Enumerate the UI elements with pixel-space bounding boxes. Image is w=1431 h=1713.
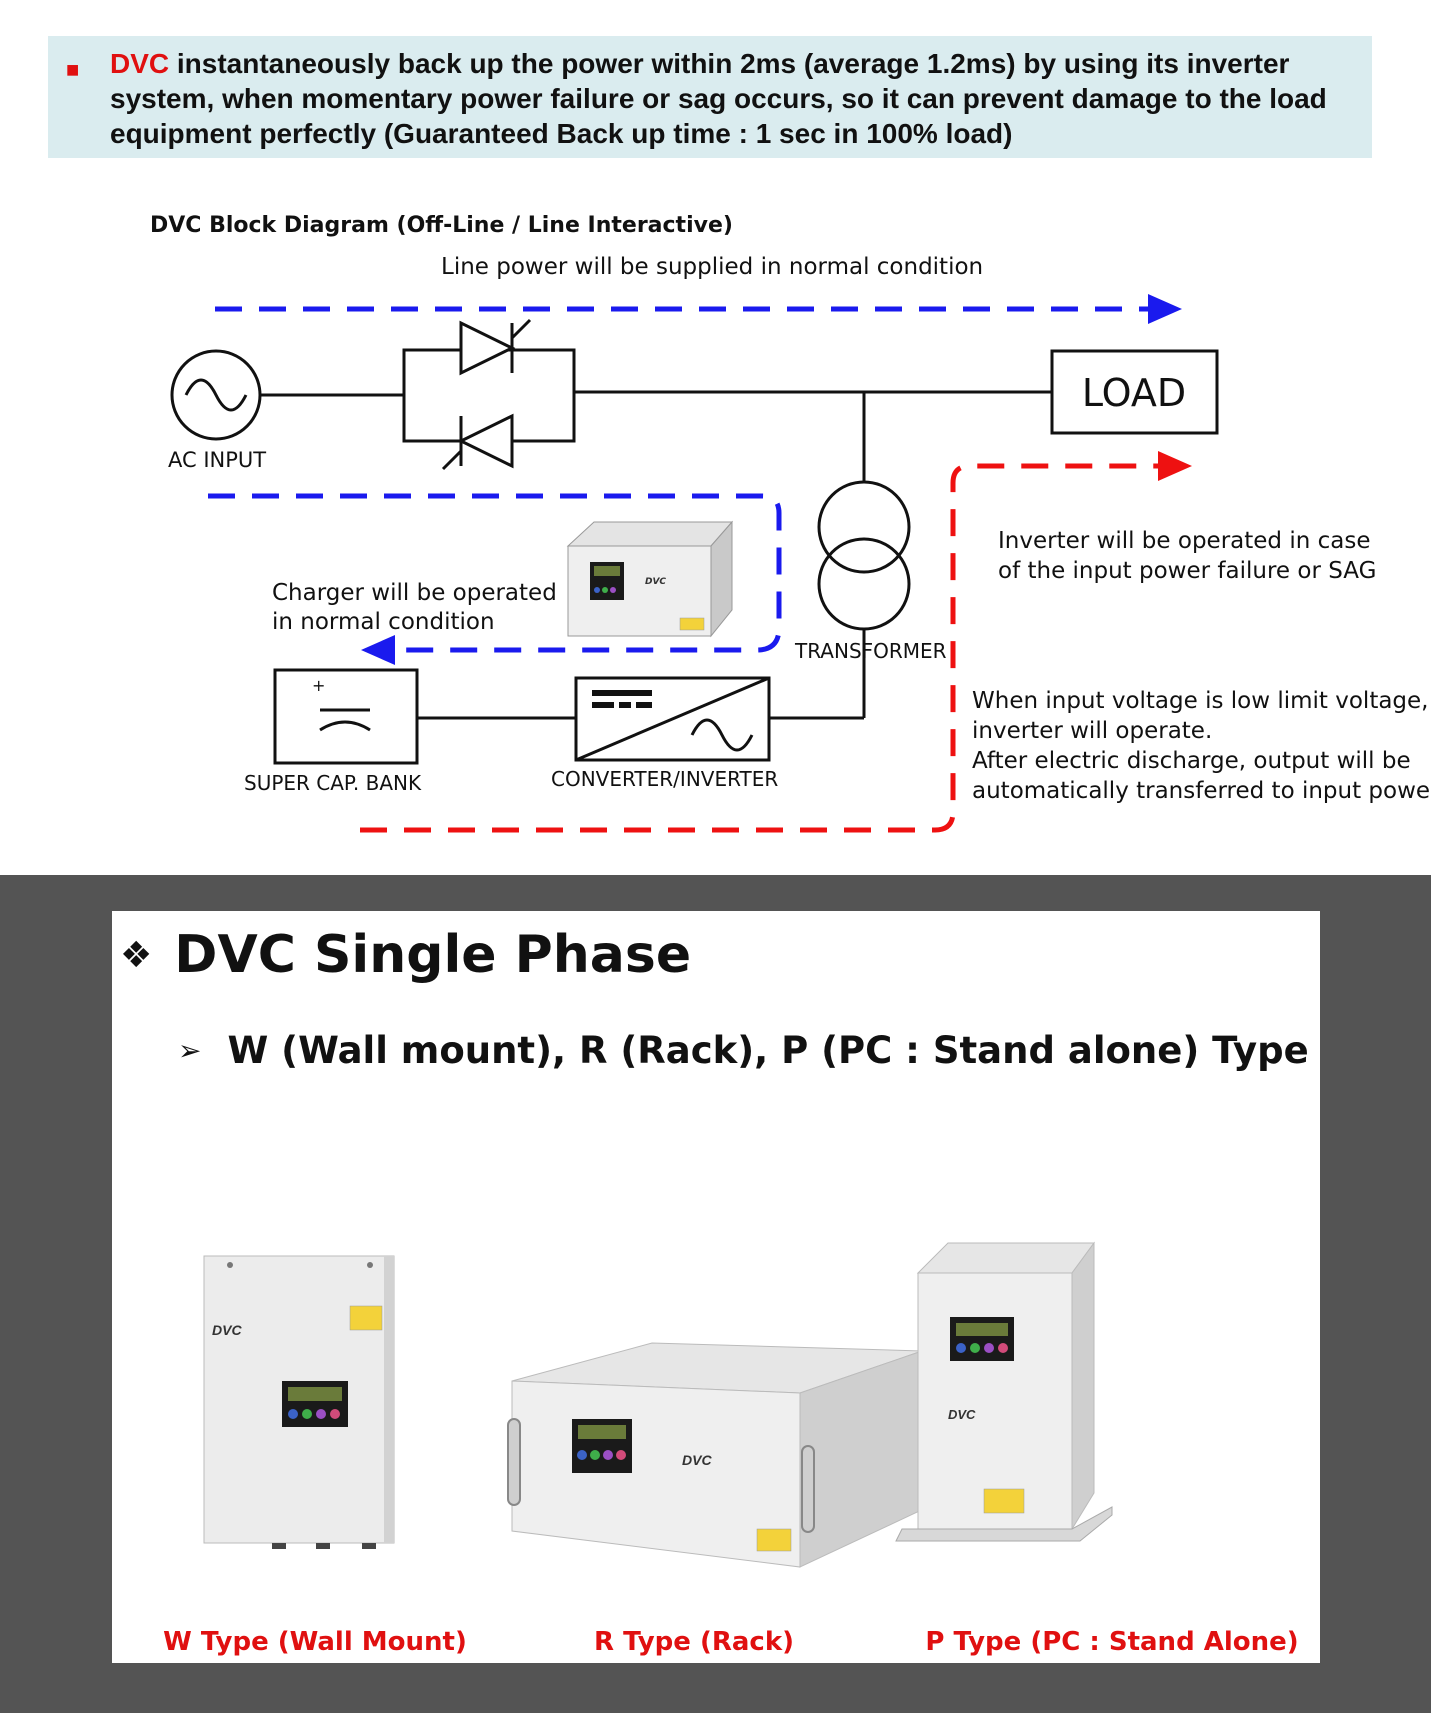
ac-input-label: AC INPUT: [168, 448, 266, 472]
w-type-image: DVC: [203, 1255, 395, 1549]
load-label: LOAD: [1082, 371, 1186, 415]
p-type-image: DVC: [895, 1241, 1113, 1542]
p-button: [970, 1343, 980, 1353]
load-box: [1050, 349, 1219, 435]
p-button: [998, 1343, 1008, 1353]
dc-symbol: [636, 702, 652, 708]
low-voltage-label-3: After electric discharge, output will be: [972, 748, 1411, 774]
product-images: DVC: [203, 1241, 1113, 1568]
product-panel: ❖ DVC Single Phase ➢ W (Wall mount), R (Ra…: [112, 911, 1320, 1663]
w-button: [302, 1409, 312, 1419]
transformer-coil-lower-icon: [817, 537, 911, 631]
diamond-bullet-icon: ❖: [120, 935, 153, 976]
w-foot: [272, 1543, 286, 1549]
p-type-caption: P Type (PC : Stand Alone): [925, 1627, 1299, 1657]
device-button: [610, 587, 616, 593]
super-cap-box: [273, 668, 419, 765]
r-lcd: [578, 1425, 626, 1439]
inverter-label-2: of the input power failure or SAG: [998, 558, 1376, 584]
w-button: [316, 1409, 326, 1419]
converter-diagonal: [575, 676, 770, 762]
device-lcd: [594, 566, 620, 576]
p-button: [956, 1343, 966, 1353]
r-button: [603, 1450, 613, 1460]
dc-symbol: [592, 690, 652, 696]
section-title-text: DVC Single Phase: [174, 925, 692, 985]
section-subtitle-text: W (Wall mount), R (Rack), P (PC : Stand …: [227, 1029, 1309, 1072]
r-handle: [801, 1445, 815, 1533]
w-shade: [384, 1256, 394, 1543]
w-screw: [227, 1262, 233, 1268]
section-title: ❖ DVC Single Phase: [120, 925, 691, 985]
inverter-arrowhead: [1158, 451, 1192, 481]
r-handle: [507, 1418, 521, 1506]
r-button: [577, 1450, 587, 1460]
block-diagram: Line power will be supplied in normal co…: [168, 254, 1431, 833]
w-lcd: [288, 1387, 342, 1401]
w-brand-text: DVC: [212, 1322, 242, 1338]
super-cap-label: SUPER CAP. BANK: [244, 771, 422, 795]
device-warning-label: [679, 617, 705, 631]
note-brand: DVC: [110, 48, 170, 79]
square-bullet-icon: ■: [66, 57, 80, 82]
dvc-device-image: DVC: [566, 520, 734, 638]
device-top: [566, 521, 734, 547]
thyristor-gate: [441, 449, 463, 471]
capacitor-curve: [319, 720, 371, 732]
r-type-image: DVC: [507, 1342, 929, 1568]
note-text: instantaneously back up the power within…: [110, 48, 1327, 149]
p-side: [1071, 1241, 1095, 1531]
low-voltage-label-2: inverter will operate.: [972, 718, 1212, 744]
w-foot: [362, 1543, 376, 1549]
plus-sign: +: [312, 676, 325, 695]
r-button: [590, 1450, 600, 1460]
charger-label-1: Charger will be operated: [272, 580, 557, 606]
p-front: [917, 1272, 1073, 1530]
sine-wave: [184, 378, 248, 412]
w-screw: [367, 1262, 373, 1268]
charger-label-2: in normal condition: [272, 609, 495, 635]
r-button: [616, 1450, 626, 1460]
w-foot: [316, 1543, 330, 1549]
section-subtitle: ➢ W (Wall mount), R (Rack), P (PC : Stand…: [178, 1029, 1309, 1072]
product-section: ❖ DVC Single Phase ➢ W (Wall mount), R (Ra…: [0, 875, 1431, 1713]
device-button: [602, 587, 608, 593]
p-top: [916, 1242, 1095, 1274]
inverter-label-1: Inverter will be operated in case: [998, 528, 1370, 554]
r-type-caption: R Type (Rack): [593, 1627, 795, 1657]
p-brand-text: DVC: [948, 1407, 976, 1422]
low-voltage-label-4: automatically transferred to input power: [972, 778, 1431, 804]
diagram-title: DVC Block Diagram (Off-Line / Line Inter…: [150, 213, 733, 238]
p-lcd: [956, 1323, 1008, 1336]
dc-symbol: [592, 702, 614, 708]
ac-sine-symbol: [690, 718, 754, 752]
w-warning-label: [349, 1305, 383, 1331]
diagram-area: ■ DVC instantaneously back up the power …: [48, 36, 1431, 833]
charger-arrowhead: [361, 635, 395, 665]
description-note: ■ DVC instantaneously back up the power …: [48, 36, 1372, 158]
transformer-label: TRANSFORMER: [794, 639, 947, 663]
w-button: [330, 1409, 340, 1419]
transformer-coil-upper-icon: [817, 480, 911, 574]
low-voltage-label-1: When input voltage is low limit voltage,: [972, 688, 1429, 714]
inverter-flow: [360, 463, 1160, 833]
arrow-bullet-icon: ➢: [178, 1034, 202, 1067]
converter-label: CONVERTER/INVERTER: [551, 767, 778, 791]
line-power-arrowhead: [1148, 294, 1182, 324]
r-warning-label: [756, 1528, 792, 1552]
device-brand-text: DVC: [645, 577, 666, 587]
w-type-caption: W Type (Wall Mount): [163, 1627, 467, 1657]
w-button: [288, 1409, 298, 1419]
charger-flow: [208, 493, 782, 653]
p-warning-label: [983, 1488, 1025, 1514]
p-base: [895, 1506, 1113, 1542]
p-button: [984, 1343, 994, 1353]
device-button: [594, 587, 600, 593]
thyristor-upper-icon: [459, 320, 516, 376]
thyristor-lower-icon: [457, 413, 514, 469]
thyristor-gate: [510, 318, 532, 340]
line-power-label: Line power will be supplied in normal co…: [441, 254, 983, 280]
r-brand-text: DVC: [682, 1452, 712, 1468]
dc-symbol: [619, 702, 631, 708]
